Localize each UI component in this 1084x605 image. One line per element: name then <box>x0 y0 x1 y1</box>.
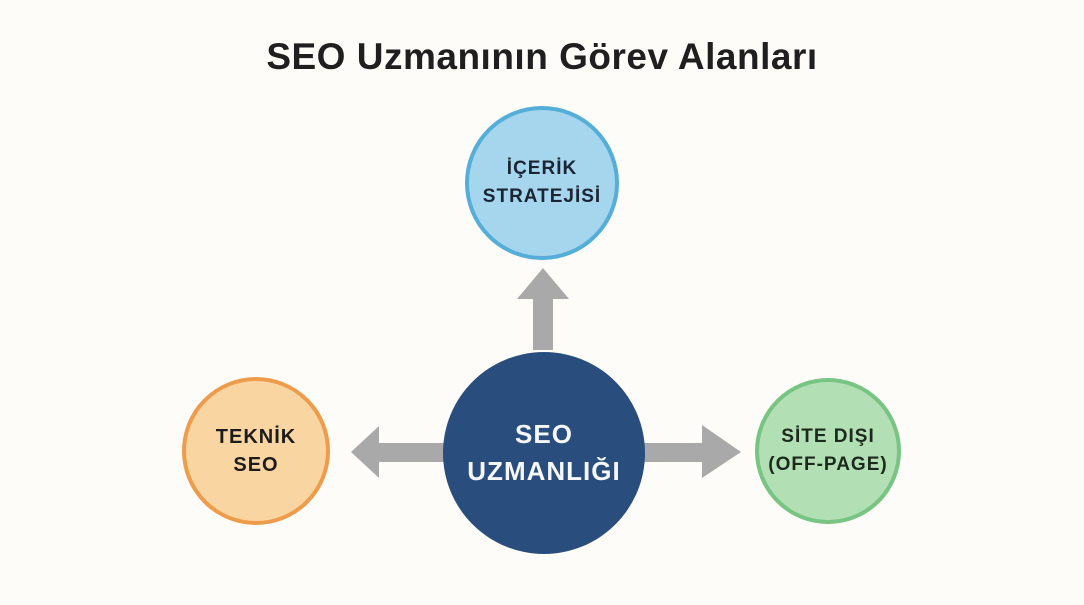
node-label-line: İÇERİK <box>506 158 578 180</box>
node-label-line: (OFF-PAGE) <box>768 454 888 475</box>
node-technical-seo: TEKNİK SEO <box>182 377 330 525</box>
page-title: SEO Uzmanının Görev Alanları <box>266 36 818 77</box>
arrow-left-icon <box>351 426 447 478</box>
node-label-line: SEO <box>233 454 279 476</box>
node-label-line: STRATEJİSİ <box>482 186 602 207</box>
node-label-line: SEO <box>515 419 573 450</box>
node-seo-expertise: SEO UZMANLIĞI <box>443 352 645 554</box>
node-label-line: UZMANLIĞI <box>467 456 621 486</box>
node-off-page: SİTE DIŞI (OFF-PAGE) <box>755 378 901 524</box>
arrow-right-icon <box>643 425 741 478</box>
node-label-line: TEKNİK <box>215 426 297 448</box>
node-content-strategy: İÇERİK STRATEJİSİ <box>465 106 619 260</box>
arrow-up-icon <box>517 268 569 350</box>
node-label-line: SİTE DIŞI <box>781 426 875 448</box>
